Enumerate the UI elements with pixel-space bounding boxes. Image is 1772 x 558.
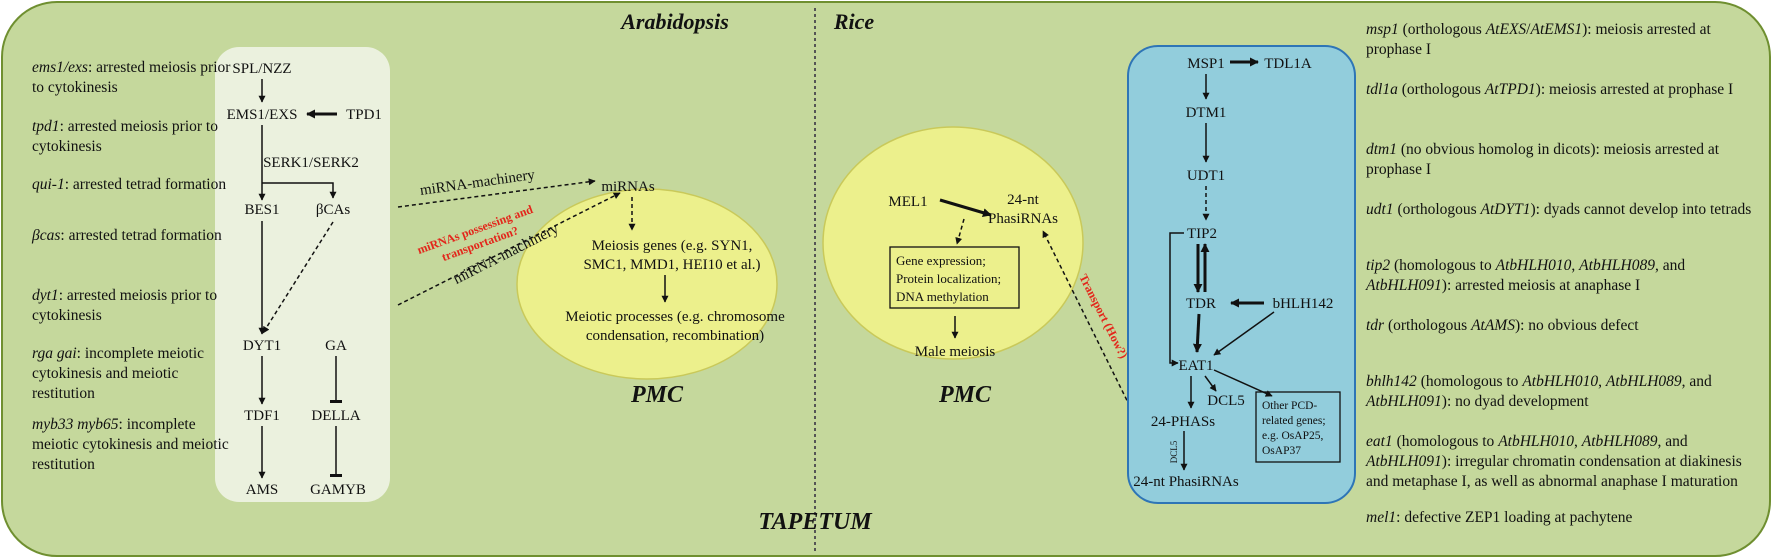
node-tdf1: TDF1 xyxy=(244,408,280,424)
pmc-mirnas: miRNAs xyxy=(601,179,655,195)
rice-phasirnas-1: 24-nt xyxy=(1007,192,1039,208)
rice-pathway-edges xyxy=(1169,57,1275,471)
arabidopsis-pmc-cell xyxy=(516,188,778,380)
node-dcl5: DCL5 xyxy=(1207,393,1245,409)
rice-phasirnas-2: PhasiRNAs xyxy=(988,211,1058,227)
rice-pmc-cell xyxy=(822,126,1084,360)
node-tdr: TDR xyxy=(1186,296,1216,312)
mutant-phenotype: : incomplete meiotic cytokinesis and mei… xyxy=(32,416,229,473)
mutant-phenotype: : arrested meiosis prior to cytokinesis xyxy=(32,59,231,96)
left-mutant-item: ems1/exs: arrested meiosis prior to cyto… xyxy=(32,58,237,98)
mutant-phenotype: : incomplete meiotic cytokinesis and mei… xyxy=(32,345,205,402)
mutant-gene-name: rga gai xyxy=(32,345,77,362)
left-mutant-item: rga gai: incomplete meiotic cytokinesis … xyxy=(32,344,237,404)
rice-mel1: MEL1 xyxy=(888,194,927,210)
left-mutant-item: myb33 myb65: incomplete meiotic cytokine… xyxy=(32,415,237,475)
pcd-line-1: Other PCD- xyxy=(1262,400,1317,412)
node-bhlh142: bHLH142 xyxy=(1273,296,1334,312)
left-mutant-item: βcas: arrested tetrad formation xyxy=(32,226,237,246)
arabidopsis-header: Arabidopsis xyxy=(619,9,729,34)
rice-box-line-2: Protein localization; xyxy=(896,271,1001,286)
arabidopsis-edges xyxy=(258,79,342,479)
pmc-meiosis-genes-1: Meiosis genes (e.g. SYN1, xyxy=(592,238,753,254)
pmc-meiotic-processes-1: Meiotic processes (e.g. chromosome xyxy=(565,309,785,325)
pcd-line-2: related genes; xyxy=(1262,415,1326,427)
arabidopsis-pathway-box xyxy=(215,47,390,502)
right-mutant-item: tdr (orthologous AtAMS): no obvious defe… xyxy=(1366,317,1639,334)
mutant-phenotype: : arrested meiosis prior to cytokinesis xyxy=(32,287,218,324)
mutant-phenotype: : arrested tetrad formation xyxy=(64,176,227,193)
right-mutant-item: dtm1 (no obvious homolog in dicots): mei… xyxy=(1366,141,1720,178)
right-mutant-item: msp1 (orthologous AtEXS/AtEMS1): meiosis… xyxy=(1366,21,1711,58)
pcd-line-3: e.g. OsAP25, xyxy=(1262,430,1323,442)
node-24nt-phasirnas: 24-nt PhasiRNAs xyxy=(1133,474,1239,490)
node-ams: AMS xyxy=(246,482,279,498)
rice-box-line-3: DNA methylation xyxy=(896,289,989,304)
mutant-gene-name: myb33 myb65 xyxy=(32,416,119,433)
mutant-gene-name: ems1/exs xyxy=(32,59,88,76)
mutant-gene-name: qui-1 xyxy=(32,176,65,193)
rice-regulation-box xyxy=(889,246,1020,309)
mutant-phenotype: : arrested meiosis prior to cytokinesis xyxy=(32,118,218,155)
node-dcl5-small: DCL5 xyxy=(1169,440,1179,463)
node-spl-nzz: SPL/NZZ xyxy=(232,61,291,77)
pmc-label-right: PMC xyxy=(938,382,992,408)
right-mutant-item: eat1 (homologous to AtbHLH010, AtbHLH089… xyxy=(1366,433,1742,490)
mutant-gene-name: tpd1 xyxy=(32,118,60,135)
node-ga: GA xyxy=(325,338,347,354)
node-msp1: MSP1 xyxy=(1187,56,1225,72)
node-ems1-exs: EMS1/EXS xyxy=(227,107,298,123)
node-serk: SERK1/SERK2 xyxy=(263,155,359,171)
node-bes1: BES1 xyxy=(244,202,279,218)
node-bcas: βCAs xyxy=(316,202,350,218)
left-mutant-item: tpd1: arrested meiosis prior to cytokine… xyxy=(32,117,237,157)
node-dtm1: DTM1 xyxy=(1186,105,1227,121)
node-24-phass: 24-PHASs xyxy=(1151,414,1215,430)
rice-header: Rice xyxy=(833,9,875,34)
arabidopsis-pmc-edges xyxy=(397,178,669,306)
mutant-gene-name: βcas xyxy=(32,227,61,244)
node-tpd1: TPD1 xyxy=(346,107,382,123)
node-udt1: UDT1 xyxy=(1187,168,1225,184)
rice-box-line-1: Gene expression; xyxy=(896,253,986,268)
node-eat1: EAT1 xyxy=(1179,358,1214,374)
tapetum-label: TAPETUM xyxy=(758,509,873,535)
node-dyt1: DYT1 xyxy=(243,338,281,354)
mutant-gene-name: dyt1 xyxy=(32,287,59,304)
pcd-genes-box xyxy=(1255,391,1341,463)
rice-male-meiosis: Male meiosis xyxy=(915,344,996,360)
node-tdl1a: TDL1A xyxy=(1264,56,1312,72)
right-mutant-item: tip2 (homologous to AtbHLH010, AtbHLH089… xyxy=(1366,257,1686,294)
rice-pathway-box xyxy=(1127,45,1356,504)
left-mutant-item: dyt1: arrested meiosis prior to cytokine… xyxy=(32,286,237,326)
left-mutant-item: qui-1: arrested tetrad formation xyxy=(32,175,237,195)
node-gamyb: GAMYB xyxy=(310,482,366,498)
right-mutant-item: bhlh142 (homologous to AtbHLH010, AtbHLH… xyxy=(1366,373,1712,410)
pmc-label-left: PMC xyxy=(630,382,684,408)
right-mutant-item: udt1 (orthologous AtDYT1): dyads cannot … xyxy=(1366,201,1752,218)
mutant-phenotype: : arrested tetrad formation xyxy=(60,227,222,244)
node-della: DELLA xyxy=(311,408,360,424)
right-mutant-item: mel1: defective ZEP1 loading at pachyten… xyxy=(1366,509,1633,526)
pmc-meiotic-processes-2: condensation, recombination) xyxy=(586,328,764,344)
node-tip2: TIP2 xyxy=(1187,226,1217,242)
pmc-meiosis-genes-2: SMC1, MMD1, HEI10 et al.) xyxy=(583,257,760,273)
pcd-line-4: OsAP37 xyxy=(1262,445,1301,457)
right-mutant-item: tdl1a (orthologous AtTPD1): meiosis arre… xyxy=(1366,81,1734,98)
